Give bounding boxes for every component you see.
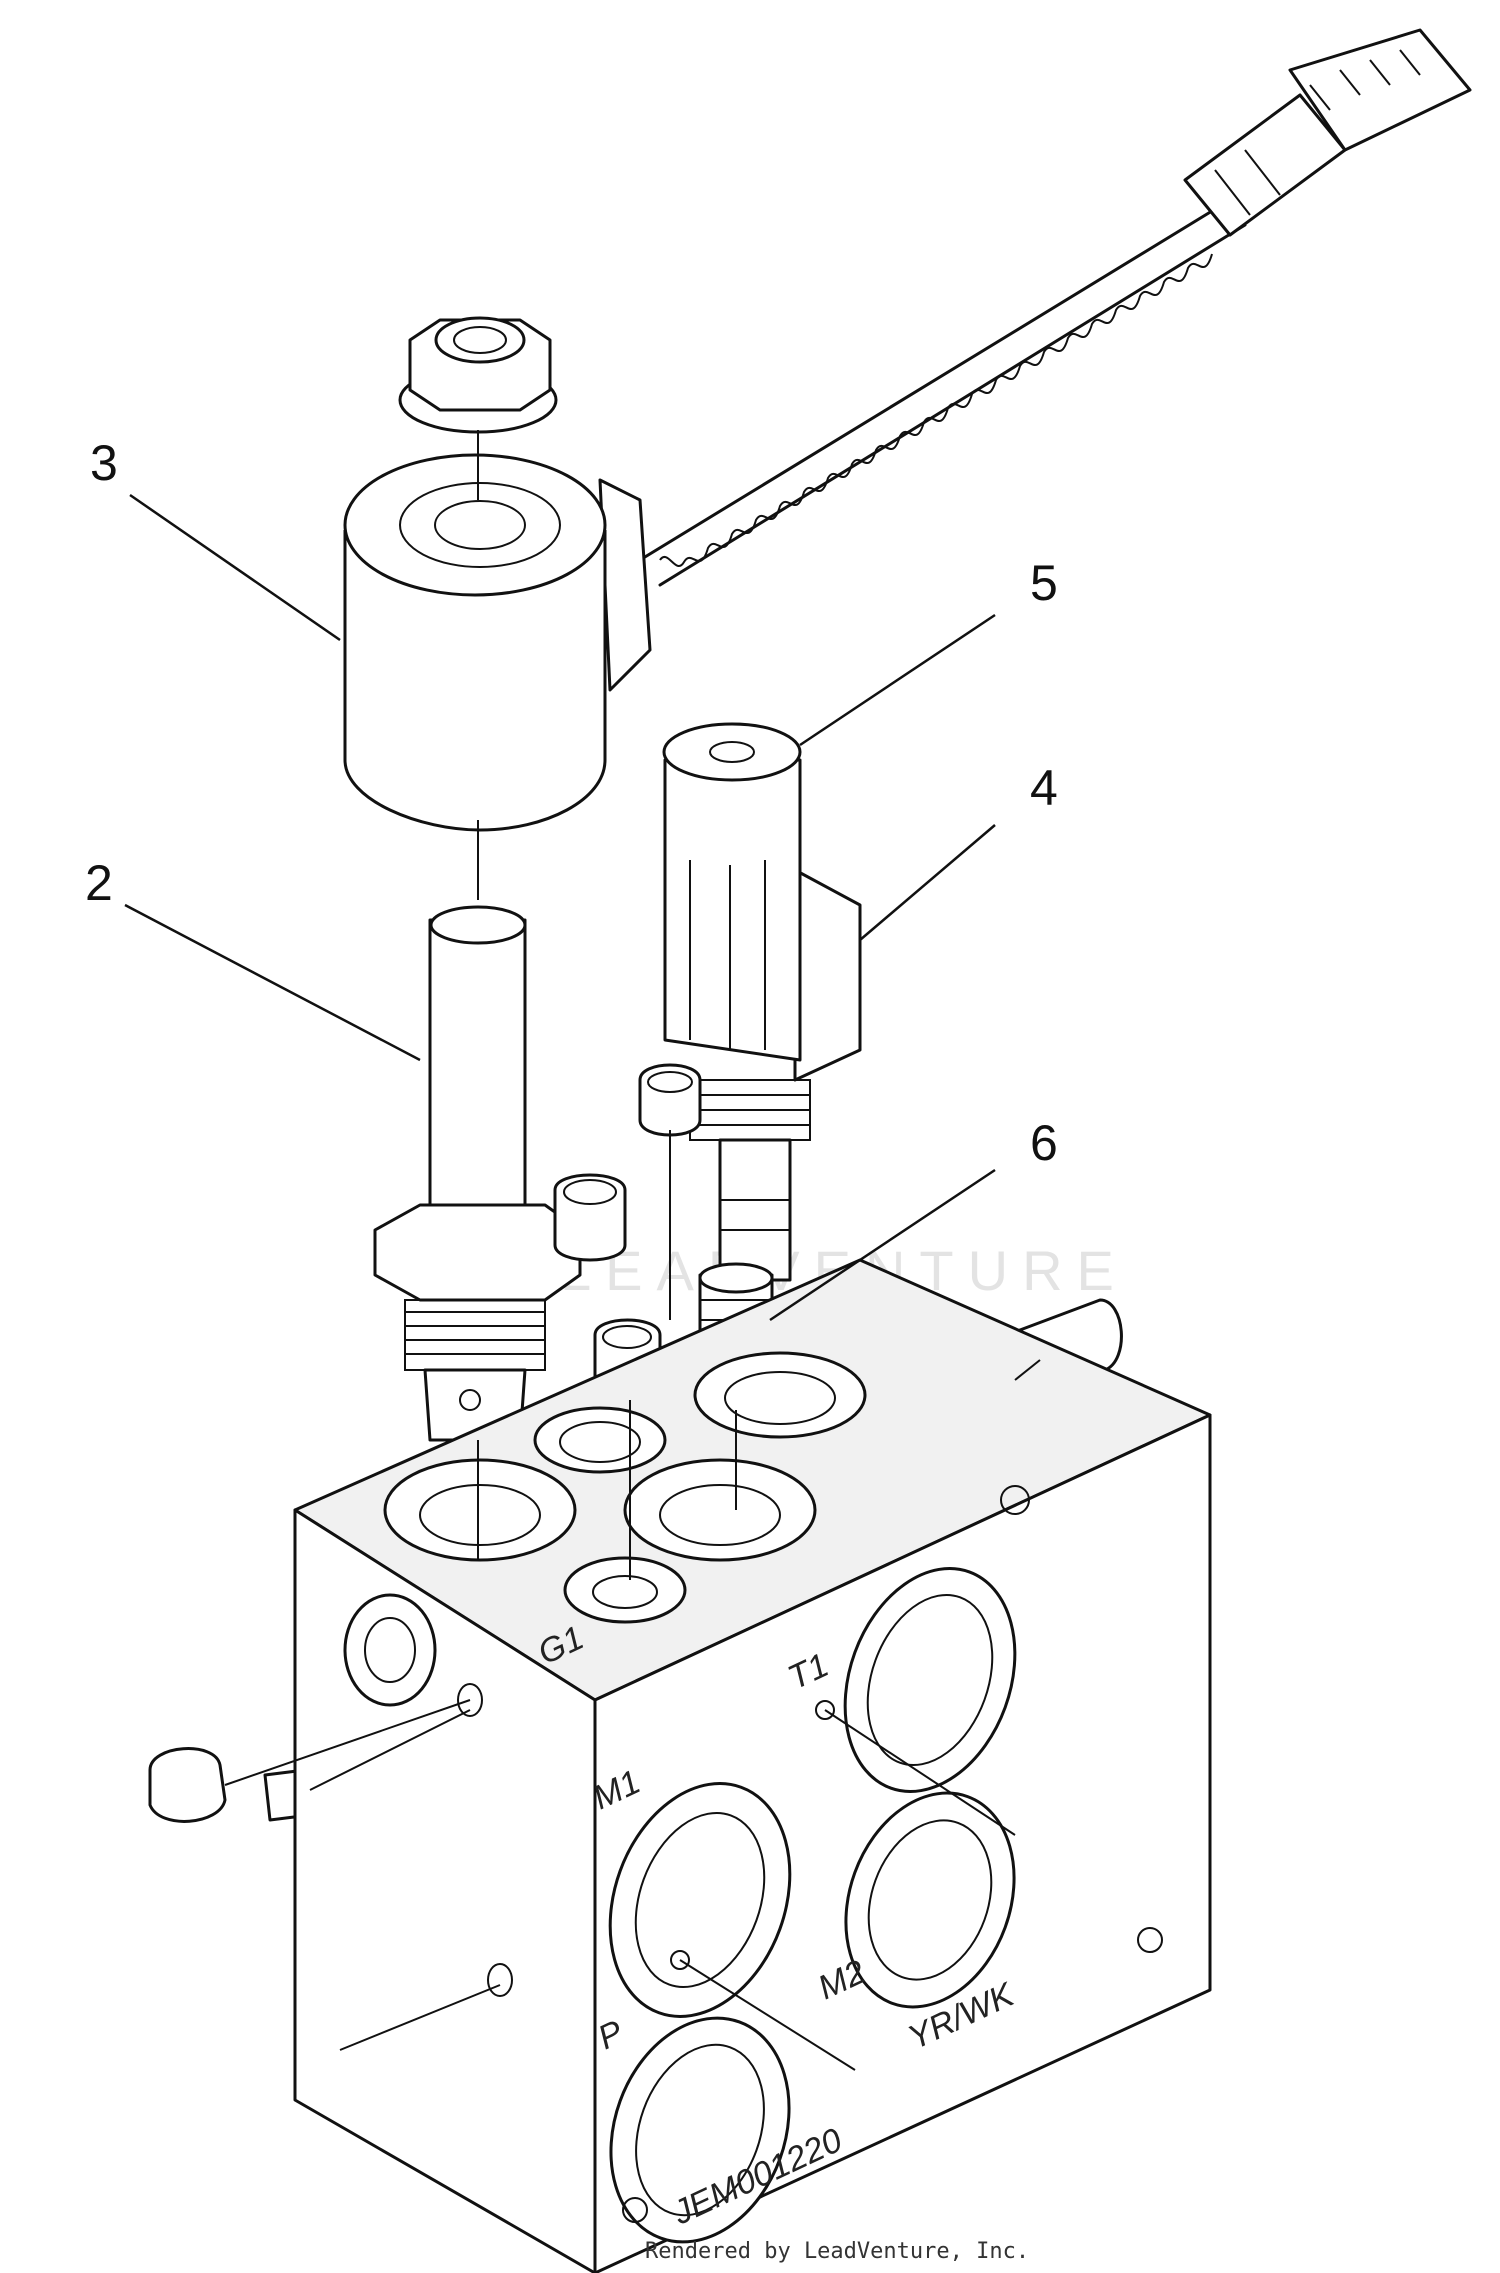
render-credit: Rendered by LeadVenture, Inc. (645, 2239, 1029, 2264)
manifold-block (293, 1258, 1212, 2273)
explode-lines (224, 430, 1041, 2071)
solenoid-coil (343, 453, 652, 832)
connector-plug (1288, 28, 1472, 152)
relief-valve (662, 722, 862, 1282)
callout-2: 2 (85, 855, 113, 911)
callout-3: 3 (90, 435, 118, 491)
wire-harness (638, 28, 1472, 587)
callout-4: 4 (1030, 760, 1058, 816)
coil-nut (398, 316, 558, 434)
callout-5: 5 (1030, 555, 1058, 611)
callout-leaders (124, 493, 996, 1322)
callout-6: 6 (1030, 1115, 1058, 1171)
solenoid-valve-cartridge (373, 905, 582, 1442)
